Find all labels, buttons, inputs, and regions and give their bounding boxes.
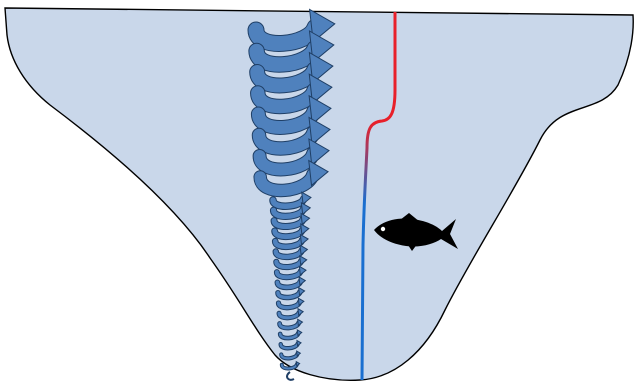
mixing-arrow [287,372,294,380]
